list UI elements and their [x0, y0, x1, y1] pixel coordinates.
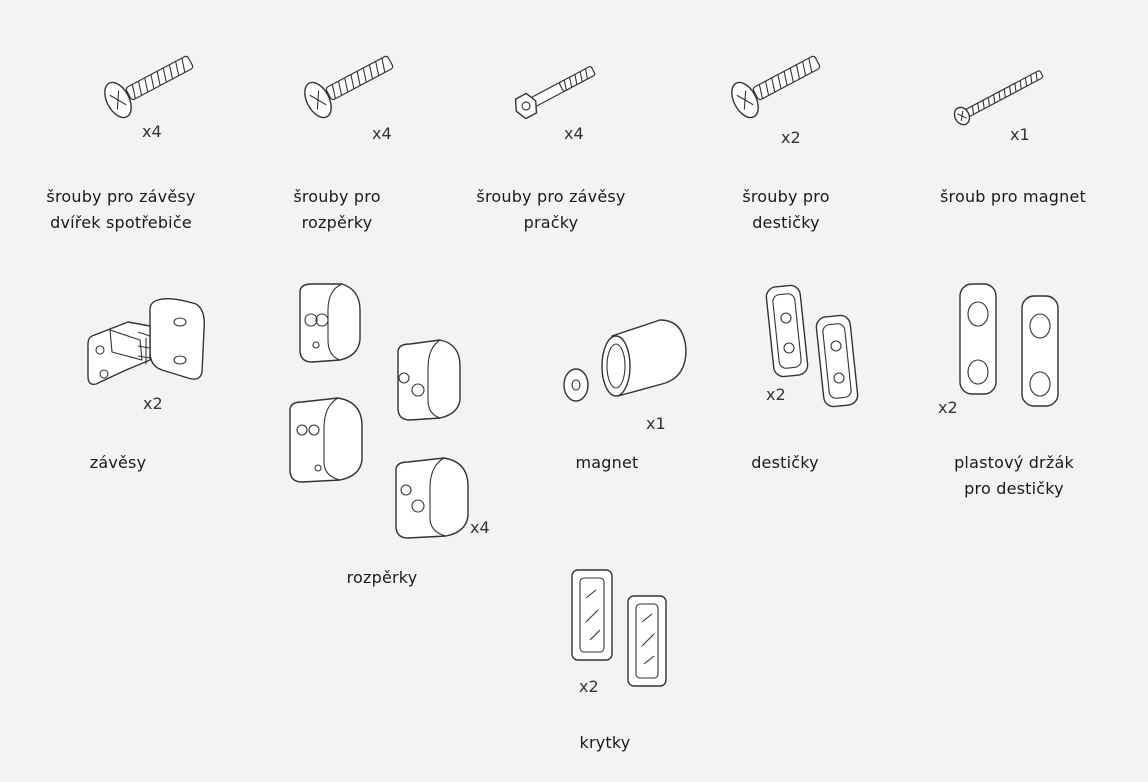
long-screw-icon	[953, 70, 1044, 126]
part-label-line: magnet	[575, 453, 639, 472]
flat-head-screw-icon	[731, 55, 821, 119]
quantity-label: x1	[1010, 125, 1030, 144]
cover-icon	[571, 569, 613, 661]
quantity-label: x2	[766, 385, 786, 404]
spacer-icon	[395, 457, 469, 539]
part-label: šrouby pro destičky	[742, 184, 829, 236]
part-label: šroub pro magnet	[940, 184, 1086, 210]
part-label: rozpěrky	[347, 565, 418, 591]
hex-bolt-icon	[514, 66, 596, 120]
cover-icon	[627, 595, 667, 687]
part-label-line: šrouby pro závěsy	[46, 187, 196, 206]
plate-icon	[815, 314, 859, 408]
plate-icon	[765, 284, 809, 378]
part-label: šrouby pro závěsy pračky	[476, 184, 625, 236]
part-label-line: šroub pro magnet	[940, 187, 1086, 206]
flat-head-screw-icon	[304, 55, 394, 119]
magnet-icon	[563, 319, 687, 402]
quantity-label: x2	[579, 677, 599, 696]
quantity-label: x1	[646, 414, 666, 433]
part-label-line: destičky	[751, 453, 819, 472]
part-label-line: krytky	[579, 733, 631, 752]
part-label: magnet	[575, 450, 638, 476]
part-label-line: pračky	[523, 213, 579, 232]
quantity-label: x4	[564, 124, 584, 143]
quantity-label: x2	[143, 394, 163, 413]
quantity-label: x4	[142, 122, 162, 141]
part-label-line: rozpěrky	[346, 568, 418, 587]
part-label: závěsy	[90, 450, 147, 476]
hinge-icon	[87, 297, 206, 386]
part-label-line: rozpěrky	[301, 213, 373, 232]
part-label: destičky	[751, 450, 819, 476]
part-label-line: šrouby pro závěsy	[476, 187, 626, 206]
part-label-line: šrouby pro	[742, 187, 830, 206]
part-label: šrouby pro závěsy dvířek spotřebiče	[46, 184, 195, 236]
spacer-icon	[397, 339, 461, 421]
plastic-holder-icon	[1021, 295, 1059, 407]
part-label-line: pro destičky	[964, 479, 1064, 498]
part-label-line: plastový držák	[954, 453, 1074, 472]
flat-head-screw-icon	[104, 55, 194, 119]
plastic-holder-icon	[959, 283, 997, 395]
part-label-line: destičky	[752, 213, 820, 232]
part-label: plastový držák pro destičky	[954, 450, 1074, 502]
part-label-line: závěsy	[89, 453, 147, 472]
quantity-label: x2	[938, 398, 958, 417]
part-label: šrouby pro rozpěrky	[293, 184, 380, 236]
part-label: krytky	[580, 730, 631, 756]
spacer-icon	[289, 397, 363, 483]
part-label-line: dvířek spotřebiče	[50, 213, 192, 232]
quantity-label: x2	[781, 128, 801, 147]
part-label-line: šrouby pro	[293, 187, 381, 206]
spacer-icon	[299, 283, 361, 363]
quantity-label: x4	[470, 518, 490, 537]
quantity-label: x4	[372, 124, 392, 143]
